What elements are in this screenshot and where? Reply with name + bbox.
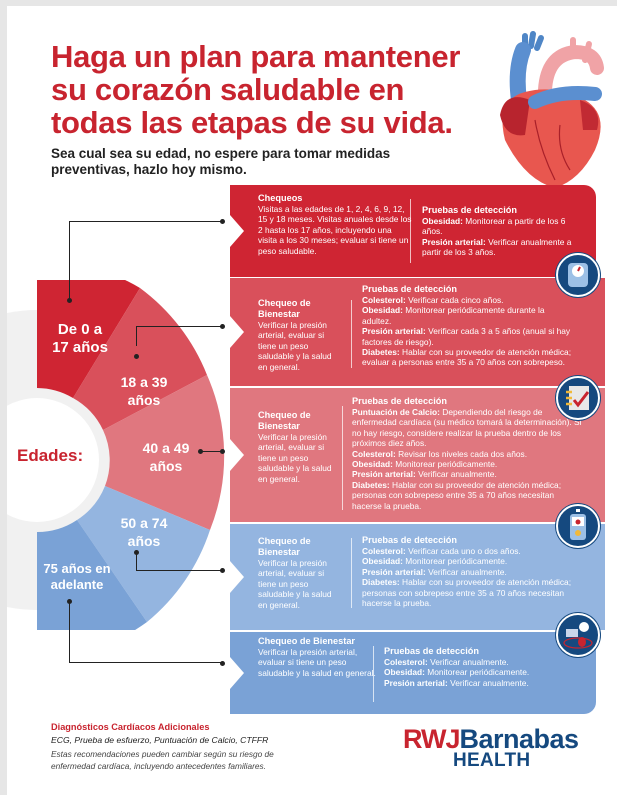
panel-left-text: Visitas a las edades de 1, 2, 4, 6, 9, 1… bbox=[258, 204, 412, 256]
segment-label-line1: 50 a 74 bbox=[120, 515, 168, 531]
panel-right-heading: Pruebas de detección bbox=[362, 284, 457, 294]
screening-item: Obesidad: Monitorear a partir de los 6 a… bbox=[422, 216, 566, 237]
logo-health: HEALTH bbox=[453, 750, 531, 771]
connector-dot bbox=[67, 599, 72, 604]
panel-left-heading: Chequeos bbox=[258, 193, 303, 203]
wheel-center-label: Edades: bbox=[17, 446, 84, 465]
screening-item: Diabetes: Hablar con su proveedor de ate… bbox=[362, 347, 572, 368]
panel-40-49: Chequeo de Bienestar Verificar la presió… bbox=[230, 388, 605, 522]
screening-item: Presión arterial: Verificar anualmente a… bbox=[422, 236, 572, 258]
screening-item: Obesidad: Monitorear periódicamente. bbox=[352, 459, 498, 470]
panel-divider bbox=[351, 538, 352, 608]
rwjbarnabas-logo: RWJBarnabas HEALTH bbox=[403, 724, 580, 771]
panel-0-17: Chequeos Visitas a las edades de 1, 2, 4… bbox=[230, 185, 596, 277]
connector-dot bbox=[198, 449, 203, 454]
page-subtitle: Sea cual sea su edad, no espere para tom… bbox=[51, 146, 391, 177]
connector-dot bbox=[67, 298, 72, 303]
screening-item: Colesterol: Verificar cada cinco años. bbox=[362, 295, 504, 305]
footer-note: Estas recomendaciones pueden cambiar seg… bbox=[51, 749, 274, 771]
screening-item: Colesterol: Verificar cada uno o dos año… bbox=[362, 546, 521, 556]
segment-label-line2: años bbox=[127, 533, 161, 549]
panel-left-heading: Chequeo de Bienestar bbox=[258, 636, 356, 646]
segment-label-line2: años bbox=[127, 392, 161, 408]
connector-dot bbox=[220, 568, 225, 573]
age-wheel bbox=[7, 280, 225, 630]
segment-label-line1: 40 a 49 bbox=[142, 440, 190, 456]
panel-notch bbox=[230, 316, 244, 348]
panel-right-heading: Pruebas de detección bbox=[422, 205, 517, 215]
connector-line-75-plus bbox=[69, 601, 223, 663]
screening-item: Diabetes: Hablar con su proveedor de ate… bbox=[362, 577, 572, 609]
connector-dot bbox=[220, 449, 225, 454]
screening-item: Puntuación de Calcio: Dependiendo del ri… bbox=[352, 407, 582, 449]
connector-dot bbox=[220, 324, 225, 329]
wheel-segment-40-49[interactable]: 40 a 49 años bbox=[131, 439, 201, 475]
connector-line-0-17 bbox=[69, 221, 223, 301]
logo-barnabas: Barnabas bbox=[459, 724, 580, 754]
screening-item: Colesterol: Revisar los niveles cada dos… bbox=[352, 448, 528, 459]
screening-item: Obesidad: Monitorear periódicamente dura… bbox=[362, 305, 545, 326]
panel-left-text: Verificar la presión arterial, evaluar s… bbox=[258, 558, 332, 610]
screening-item: Obesidad: Monitorear periódicamente. bbox=[384, 667, 530, 678]
screening-item: Presión arterial: Verificar cada 3 a 5 a… bbox=[362, 326, 571, 347]
blood-pressure-icon bbox=[556, 613, 600, 657]
segment-label-line2: adelante bbox=[50, 577, 104, 592]
screening-item: Presión arterial: Verificar anualmente. bbox=[384, 677, 529, 688]
panel-18-39: Chequeo de Bienestar Verificar la presió… bbox=[230, 278, 605, 386]
screening-item: Diabetes: Hablar con su proveedor de ate… bbox=[352, 479, 562, 511]
panel-right-heading: Pruebas de detección bbox=[384, 646, 479, 656]
panel-divider bbox=[410, 199, 411, 263]
panel-50-74: Chequeo de Bienestar Verificar la presió… bbox=[230, 524, 605, 630]
connector-dot bbox=[134, 354, 139, 359]
infographic-page: Haga un plan para mantener su corazón sa… bbox=[7, 6, 617, 795]
panel-left-text: Verificar la presión arterial, evaluar s… bbox=[258, 432, 332, 484]
panel-divider bbox=[351, 300, 352, 368]
footer-diagnostics-list: ECG, Prueba de esfuerzo, Puntuación de C… bbox=[51, 735, 269, 745]
panel-notch bbox=[230, 215, 244, 247]
segment-label-line1: 18 a 39 bbox=[120, 374, 168, 390]
panel-divider bbox=[342, 406, 343, 510]
screening-item: Presión arterial: Verificar anualmente. bbox=[362, 566, 507, 577]
wheel-segment-0-17[interactable]: De 0 a 17 años bbox=[45, 321, 115, 357]
scale-icon bbox=[556, 253, 600, 297]
panel-notch bbox=[230, 657, 244, 689]
panel-left-text: Verificar la presión arterial, evaluar s… bbox=[258, 647, 376, 678]
wheel-segment-18-39[interactable]: 18 a 39 años bbox=[109, 373, 179, 409]
panel-75-plus: Chequeo de Bienestar Verificar la presió… bbox=[230, 632, 596, 714]
connector-dot bbox=[134, 550, 139, 555]
panel-left-text: Verificar la presión arterial, evaluar s… bbox=[258, 320, 332, 372]
panel-notch bbox=[230, 561, 244, 593]
screening-item: Presión arterial: Verificar anualmente. bbox=[352, 469, 497, 480]
wheel-segment-50-74[interactable]: 50 a 74 años bbox=[109, 514, 179, 550]
connector-dot bbox=[220, 661, 225, 666]
panel-right-heading: Pruebas de detección bbox=[352, 396, 447, 406]
logo-rwj: RWJ bbox=[403, 724, 461, 754]
glucose-meter-icon bbox=[556, 504, 600, 548]
segment-label-line1: 75 años en bbox=[43, 561, 111, 576]
connector-line-18-39 bbox=[136, 326, 223, 346]
checklist-icon bbox=[556, 376, 600, 420]
footer-heading: Diagnósticos Cardíacos Adicionales bbox=[51, 722, 210, 732]
connector-line-50-74 bbox=[136, 552, 223, 571]
page-title: Haga un plan para mantener su corazón sa… bbox=[51, 39, 461, 140]
connector-line-40-49 bbox=[200, 451, 223, 452]
screening-item: Colesterol: Verificar anualmente. bbox=[384, 657, 509, 667]
panel-left-heading: Chequeo de Bienestar bbox=[258, 410, 311, 431]
panel-left-heading: Chequeo de Bienestar bbox=[258, 536, 311, 557]
connector-dot bbox=[220, 219, 225, 224]
heart-illustration-icon bbox=[500, 31, 604, 188]
panel-divider bbox=[373, 646, 374, 702]
segment-label-line2: años bbox=[149, 458, 183, 474]
panel-left-heading: Chequeo de Bienestar bbox=[258, 298, 311, 319]
wheel-segment-75-plus[interactable]: 75 años en adelante bbox=[33, 561, 121, 593]
screening-item: Obesidad: Monitorear periódicamente. bbox=[362, 556, 508, 567]
panel-right-heading: Pruebas de detección bbox=[362, 535, 457, 545]
segment-label-line1: De 0 a bbox=[57, 321, 103, 338]
segment-label-line2: 17 años bbox=[52, 339, 108, 356]
panel-notch bbox=[230, 439, 244, 471]
